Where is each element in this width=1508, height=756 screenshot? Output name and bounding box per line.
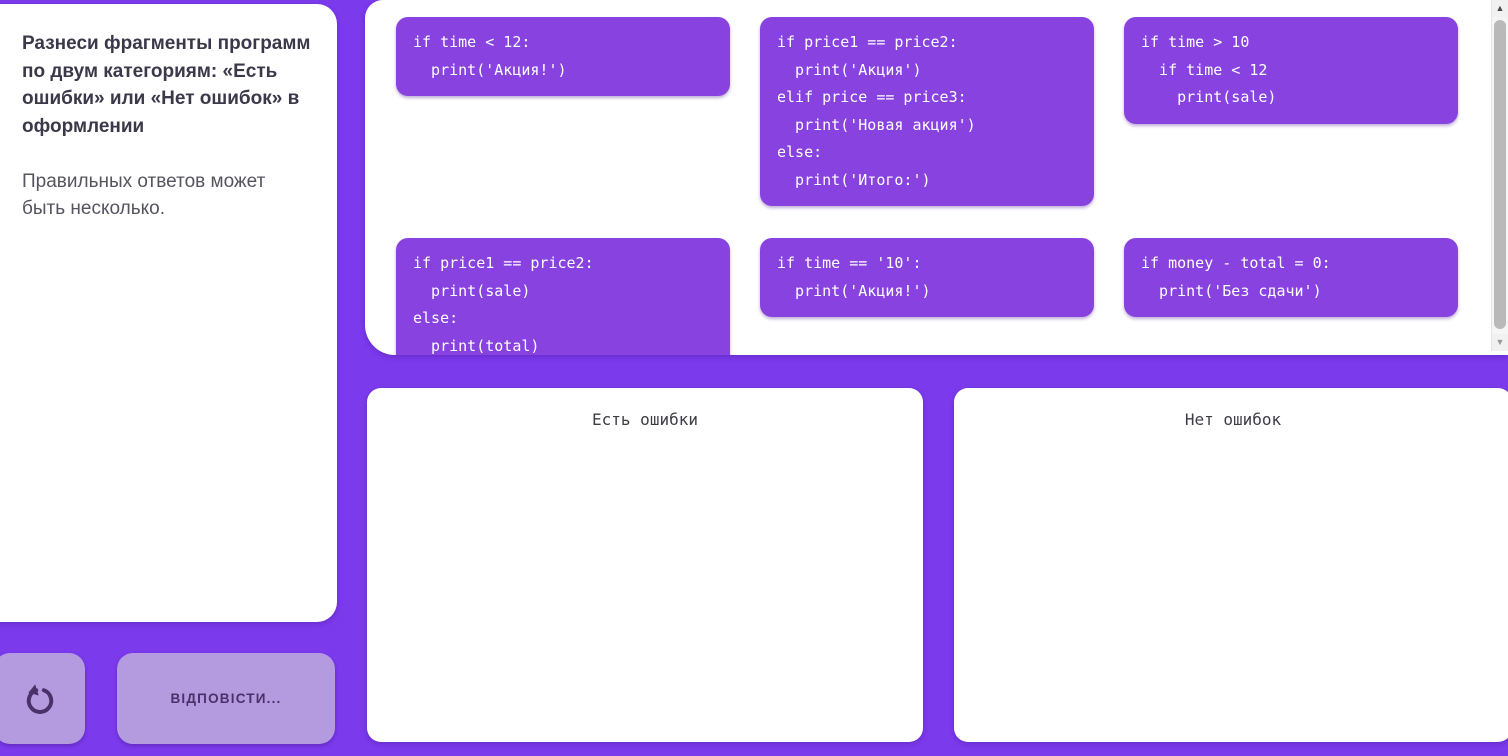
code-line: print('Акция!') [777,281,931,300]
code-line: print('Новая акция') [777,115,976,134]
code-line: if time == '10': [777,254,922,272]
code-line: print(sale) [413,281,531,300]
code-line: else: [413,309,459,327]
scrollbar-thumb[interactable] [1494,20,1506,329]
code-line: if time > 10 [1141,33,1250,51]
instructions-panel: Разнеси фрагменты программ по двум катег… [0,4,337,622]
dropzone-has-errors-label: Есть ошибки [592,410,698,429]
reset-button[interactable] [0,653,85,744]
code-card-2[interactable]: if price1 == price2: print('Акция') elif … [760,17,1094,206]
code-card-3[interactable]: if time > 10 if time < 12 print(sale) [1124,17,1458,124]
cards-grid: if time < 12: print('Акция!') if price1 =… [365,0,1508,355]
code-line: elif price == price3: [777,88,967,106]
scrollbar-up-button[interactable]: ▲ [1492,0,1508,17]
code-line: print('Акция') [777,60,922,79]
dropzone-has-errors[interactable]: Есть ошибки [367,388,923,742]
code-card-4[interactable]: if price1 == price2: print(sale) else: pr… [396,238,730,355]
code-line: if money - total = 0: [1141,254,1331,272]
code-card-6[interactable]: if money - total = 0: print('Без сдачи') [1124,238,1458,317]
code-line: print(total) [413,336,540,355]
code-line: print('Акция!') [413,60,567,79]
code-line: print('Без сдачи') [1141,281,1322,300]
code-line: print('Итого:') [777,170,931,189]
code-line: else: [777,143,823,161]
task-title: Разнеси фрагменты программ по двум катег… [22,33,311,137]
task-note: Правильных ответов может быть несколько. [22,171,266,219]
scrollbar-down-button[interactable]: ▼ [1492,334,1508,351]
answer-button[interactable]: ВІДПОВІСТИ... [117,653,335,744]
code-line: print(sale) [1141,88,1277,106]
code-line: if price1 == price2: [777,33,958,51]
cards-panel: if time < 12: print('Акция!') if price1 =… [365,0,1508,355]
code-line: if time < 12: [413,33,531,51]
dropzone-no-errors[interactable]: Нет ошибок [954,388,1508,742]
code-card-5[interactable]: if time == '10': print('Акция!') [760,238,1094,317]
triangle-up-icon: ▲ [1495,3,1505,13]
code-line: if time < 12 [1141,60,1268,79]
vertical-scrollbar[interactable]: ▲ ▼ [1491,0,1508,351]
rotate-ccw-icon [21,680,59,718]
triangle-down-icon: ▼ [1495,337,1505,347]
dropzone-no-errors-label: Нет ошибок [1184,410,1282,429]
code-line: if price1 == price2: [413,254,594,272]
code-card-1[interactable]: if time < 12: print('Акция!') [396,17,730,96]
